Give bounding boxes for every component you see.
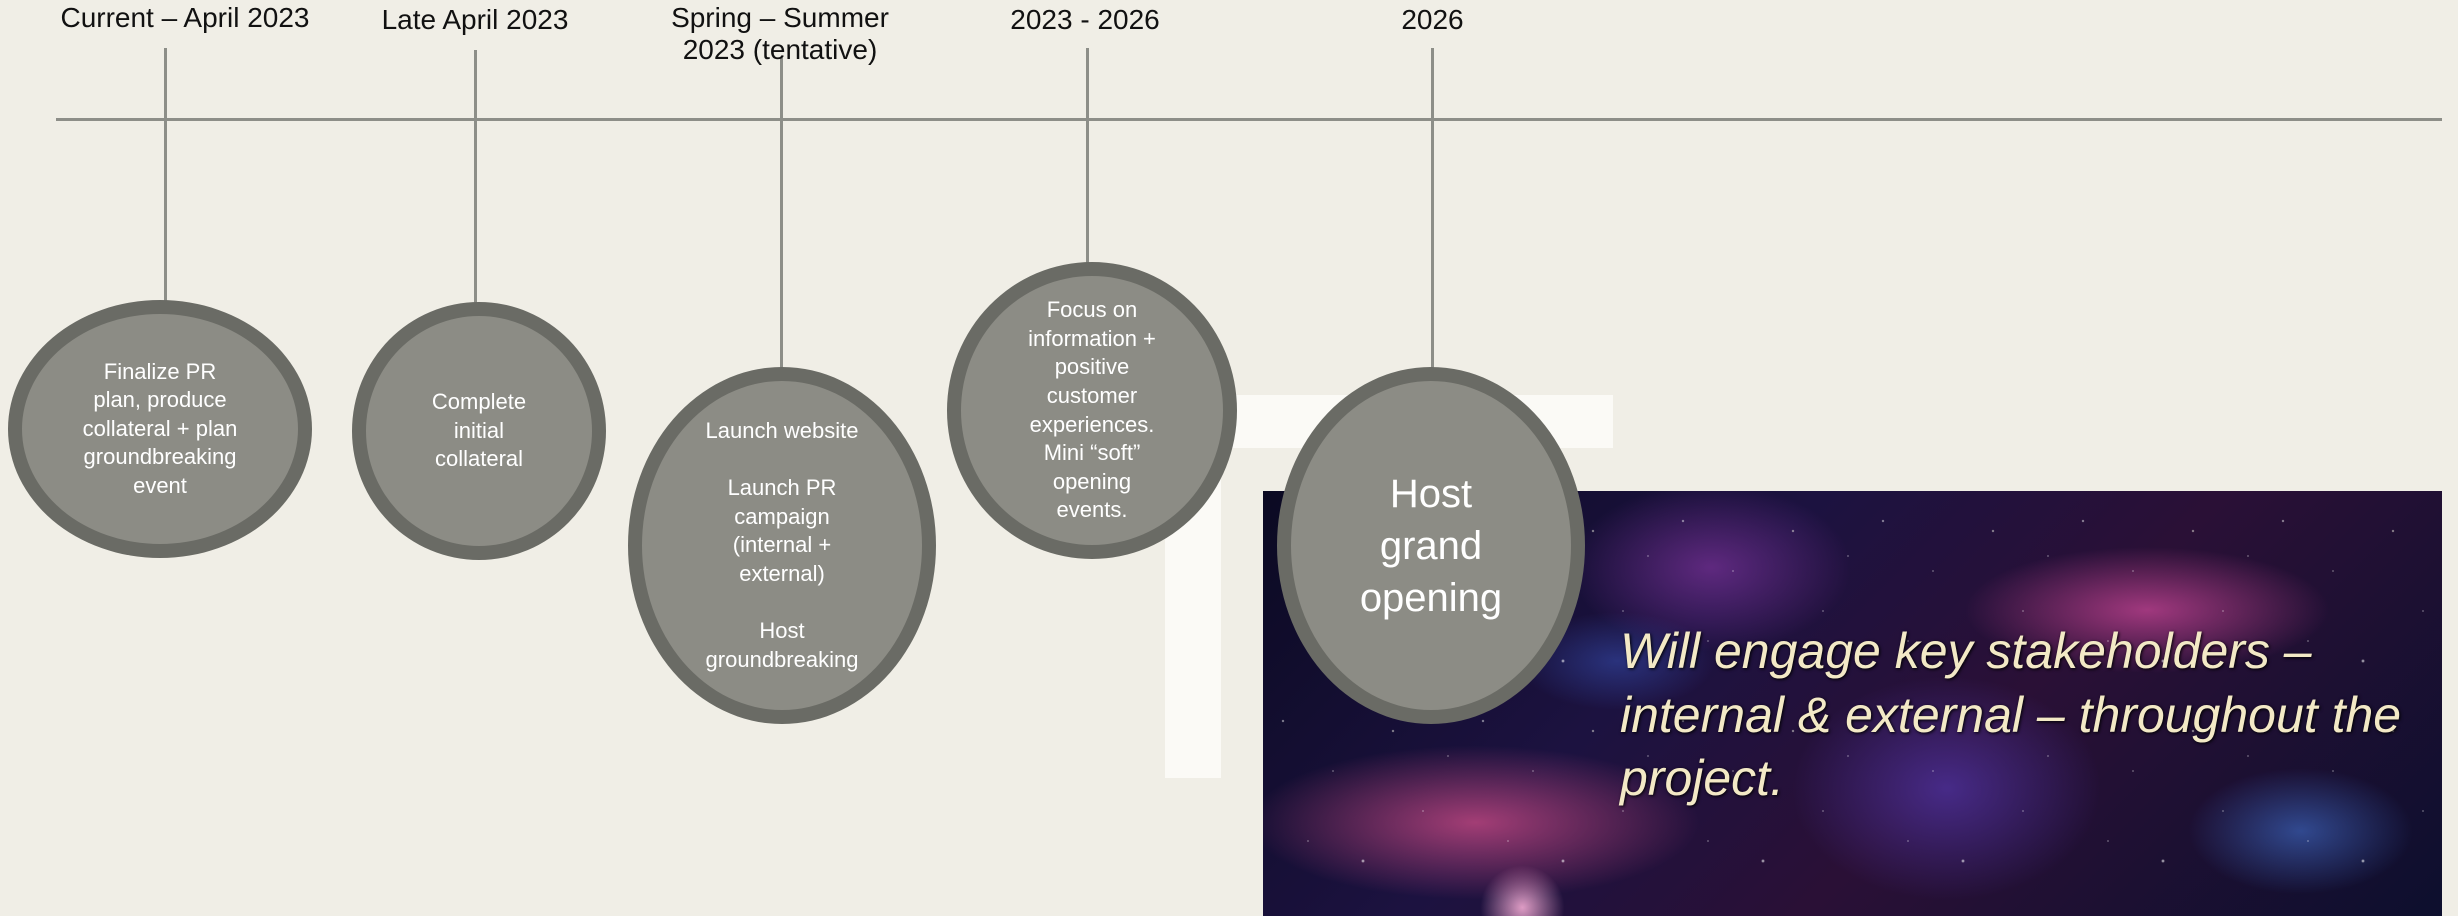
milestone-node: Launch website Launch PR campaign (inter…	[628, 367, 936, 724]
milestone-node-grand-opening: Host grand opening	[1277, 367, 1585, 724]
milestone-date: Late April 2023	[381, 4, 569, 35]
milestone-date: Spring – Summer 2023 (tentative)	[671, 2, 889, 66]
milestone-node: Complete initial collateral	[352, 302, 606, 560]
milestone-date: Current – April 2023	[60, 2, 310, 33]
timeline-connector	[1431, 48, 1434, 371]
timeline-connector	[164, 48, 167, 303]
timeline-axis	[56, 118, 2442, 121]
milestone-date: 2026	[1401, 4, 1464, 35]
milestone-date: 2023 - 2026	[1010, 4, 1160, 35]
timeline-connector	[474, 50, 477, 305]
milestone-node: Finalize PR plan, produce collateral + p…	[8, 300, 312, 558]
milestone-node: Focus on information + positive customer…	[947, 262, 1237, 559]
timeline-connector	[1086, 48, 1089, 265]
stakeholder-quote: Will engage key stakeholders – internal …	[1620, 623, 2402, 806]
timeline-connector	[780, 58, 783, 370]
